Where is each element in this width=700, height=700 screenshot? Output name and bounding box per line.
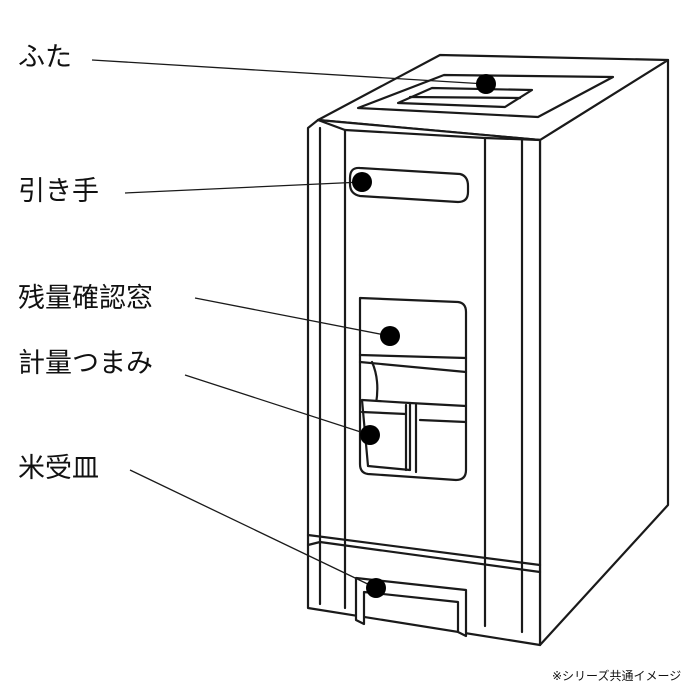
label-handle: 引き手: [18, 176, 99, 207]
handle-slot: [350, 168, 468, 202]
side-panel: [540, 60, 668, 645]
leader-line-window: [195, 298, 390, 336]
leader-line-knob: [185, 375, 370, 435]
marker-dot-tray: [366, 578, 386, 598]
marker-dot-knob: [360, 425, 380, 445]
leader-line-lid: [92, 60, 486, 84]
series-note: ※シリーズ共通イメージ: [552, 669, 682, 683]
marker-dot-handle: [352, 172, 372, 192]
label-knob: 計量つまみ: [18, 348, 153, 379]
marker-dot-window: [380, 326, 400, 346]
label-window: 残量確認窓: [18, 283, 153, 314]
label-lid: ふた: [18, 42, 72, 73]
leader-line-handle: [125, 182, 362, 193]
leader-line-tray: [130, 470, 376, 588]
marker-dot-lid: [476, 74, 496, 94]
label-tray: 米受皿: [18, 453, 99, 484]
